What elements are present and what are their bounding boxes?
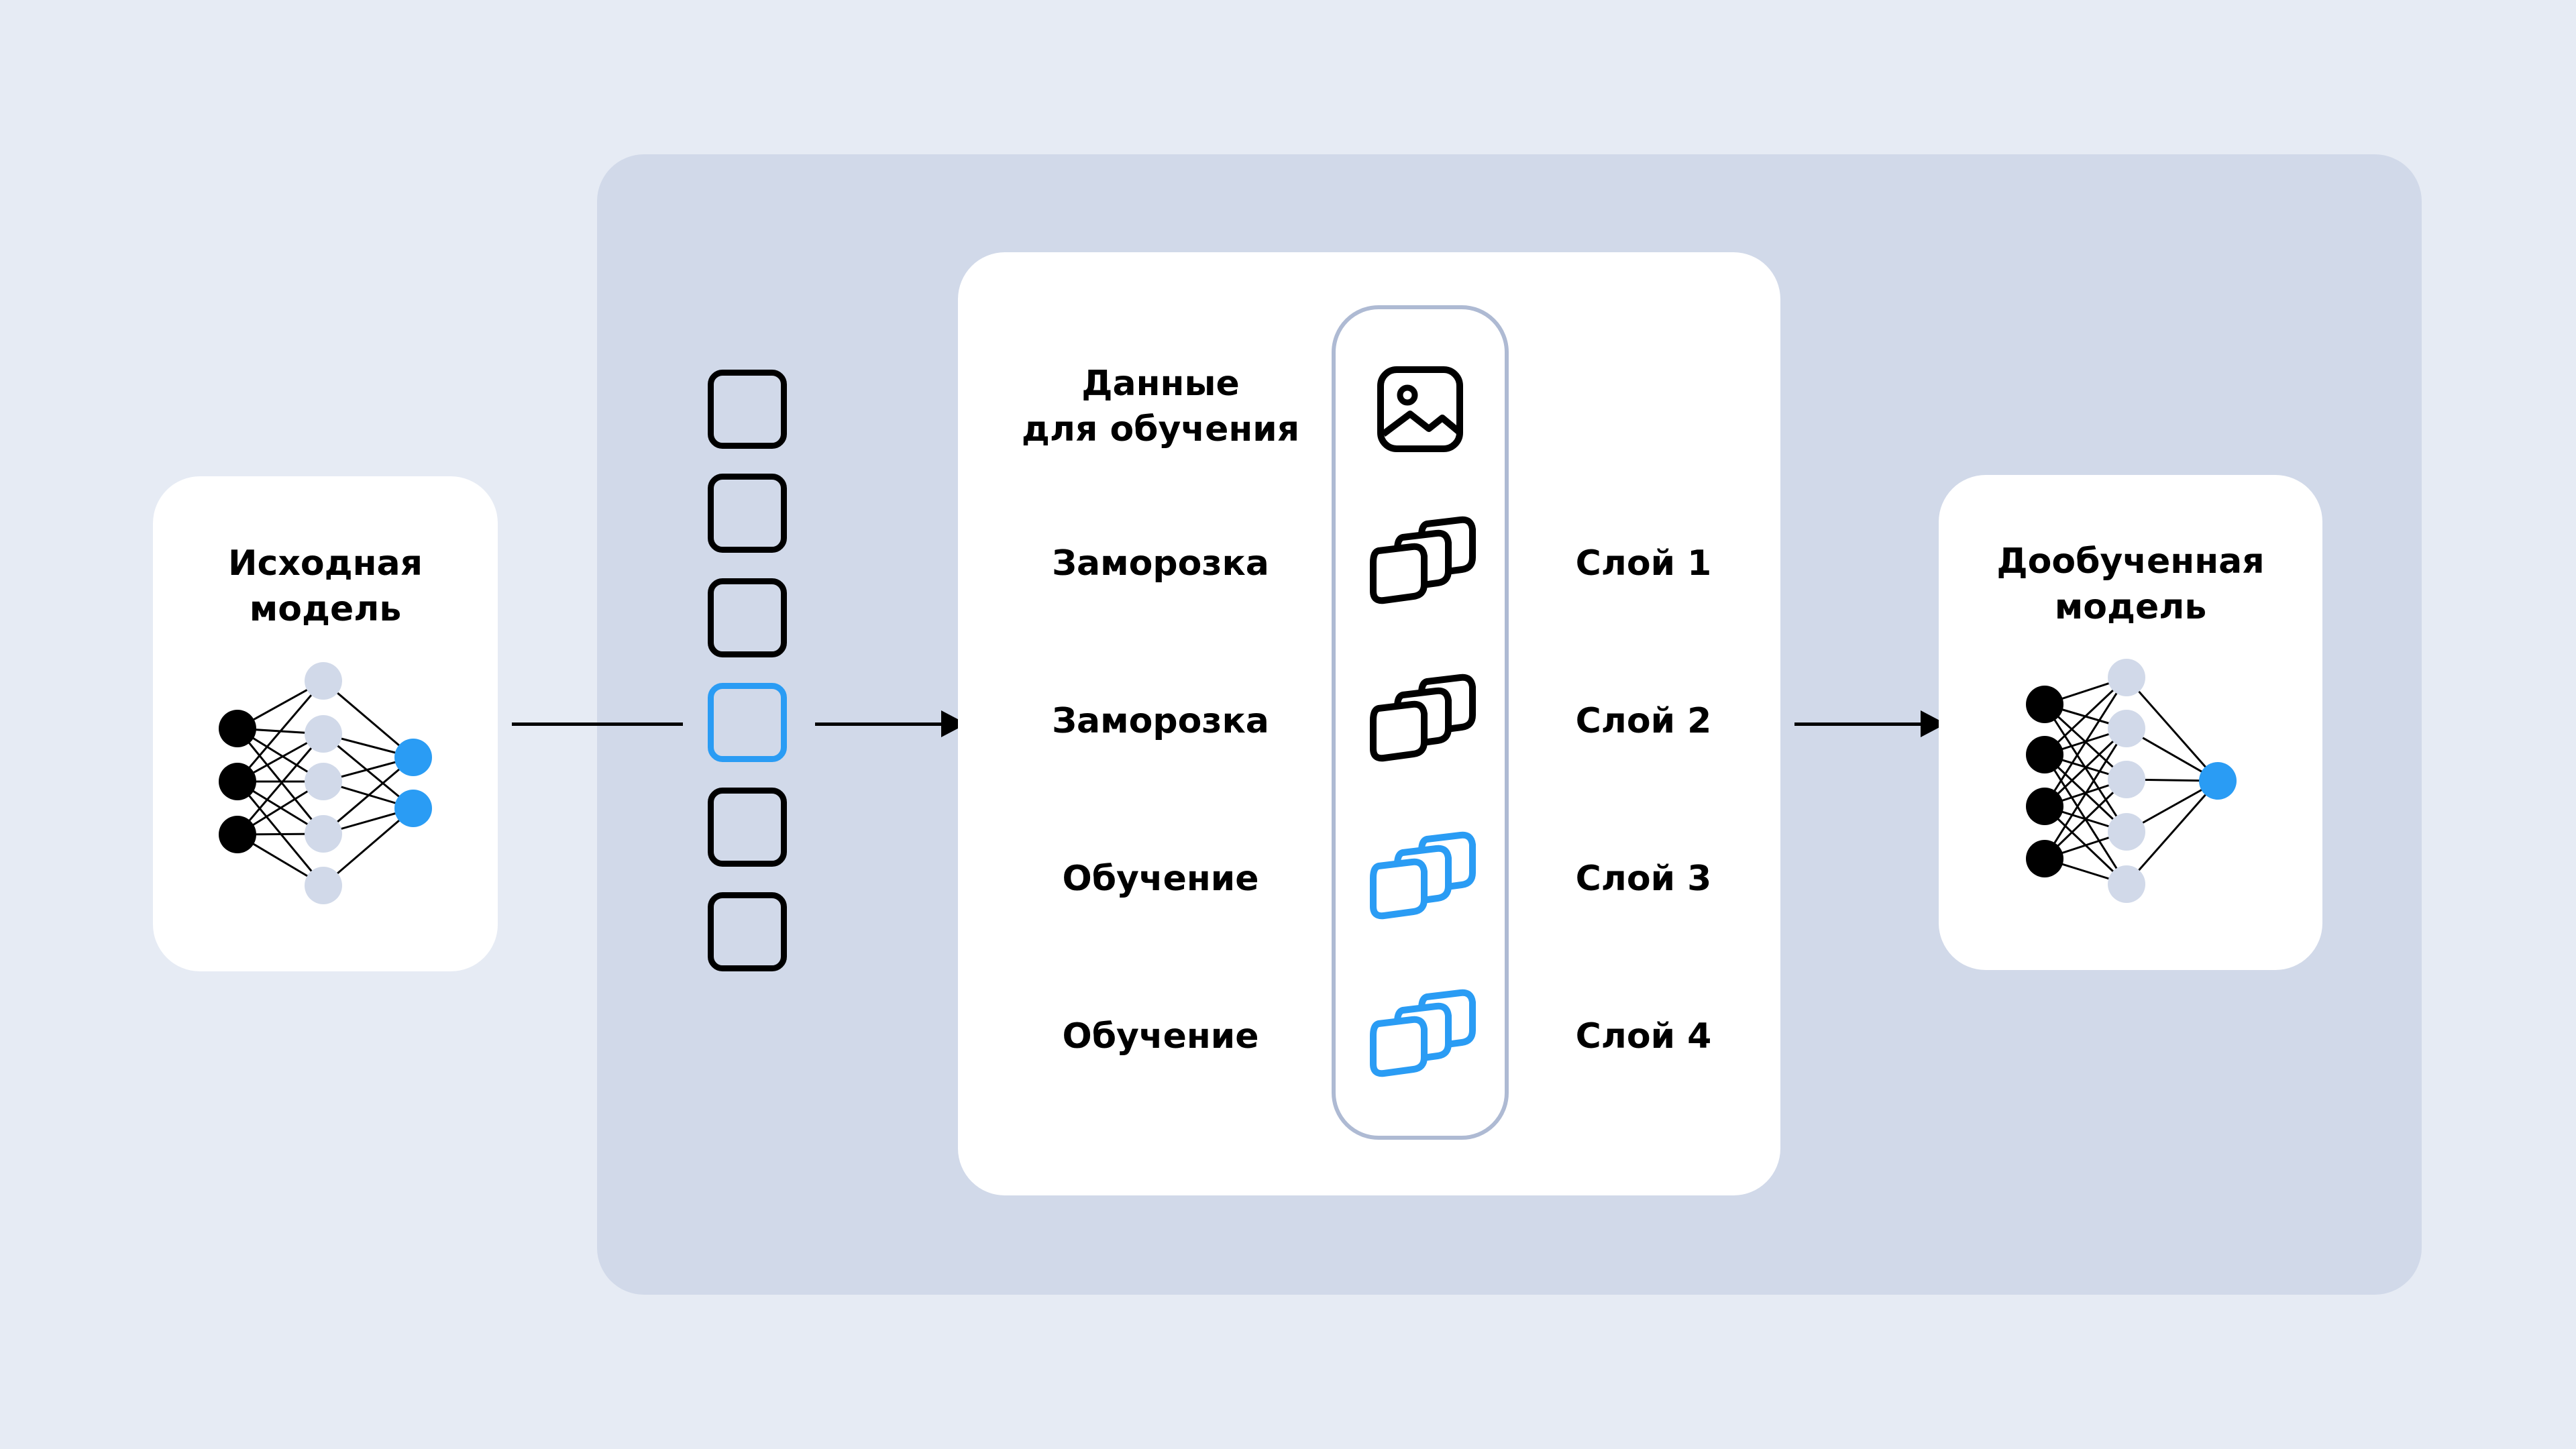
row-3-status: Обучение xyxy=(1062,859,1259,899)
batch-item-active xyxy=(708,683,787,762)
arrow-training-to-finetuned xyxy=(1794,722,1922,726)
layers-icon-trainable xyxy=(1370,831,1476,920)
source-model-title: Исходная модель xyxy=(227,543,423,629)
batch-item xyxy=(708,370,787,449)
arrow-batch-to-training xyxy=(815,722,943,726)
layers-icon-trainable xyxy=(1370,989,1476,1077)
source-network-icon xyxy=(219,662,432,904)
data-label: Данные для обучения xyxy=(1021,364,1300,449)
finetuned-model-title: Дообученная модель xyxy=(1996,541,2265,627)
batch-item xyxy=(708,788,787,867)
finetuned-network-icon xyxy=(2026,659,2237,903)
image-icon xyxy=(1377,366,1463,452)
layers-icon-frozen xyxy=(1370,674,1476,762)
row-2-status: Заморозка xyxy=(1052,701,1269,741)
row-4-layer: Слой 4 xyxy=(1575,1016,1712,1057)
arrow-source-to-batch xyxy=(512,722,683,726)
batch-item xyxy=(708,892,787,971)
batch-item xyxy=(708,474,787,553)
row-1-status: Заморозка xyxy=(1052,543,1269,584)
row-4-status: Обучение xyxy=(1062,1016,1259,1057)
row-1-layer: Слой 1 xyxy=(1575,543,1712,584)
batch-item xyxy=(708,578,787,657)
row-3-layer: Слой 3 xyxy=(1575,859,1712,899)
layers-icon-frozen xyxy=(1370,516,1476,604)
row-2-layer: Слой 2 xyxy=(1575,701,1712,741)
